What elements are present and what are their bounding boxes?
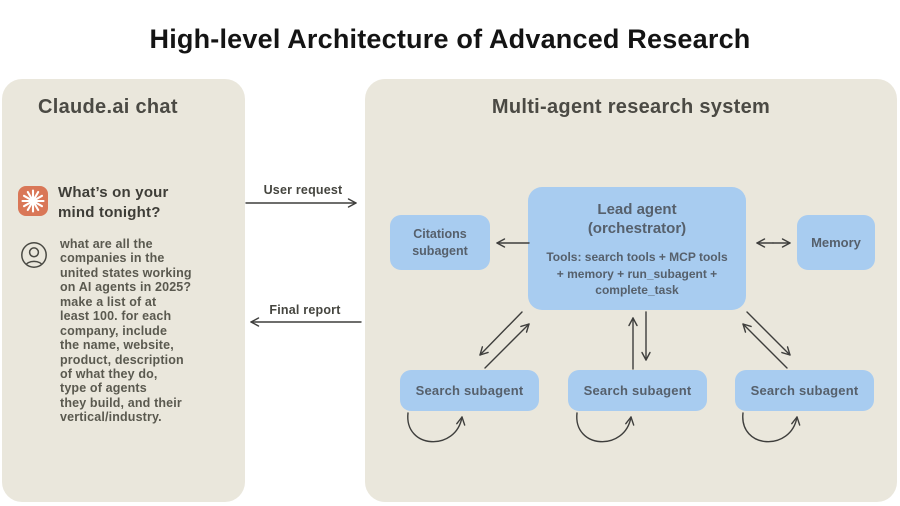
- lead-agent-subtitle: (orchestrator): [587, 220, 687, 238]
- search-subagent-node-3: Search subagent: [735, 370, 874, 411]
- claude-chat-panel: Claude.ai chat What’s: [2, 79, 245, 502]
- user-avatar-icon: [20, 241, 48, 269]
- final-report-label: Final report: [269, 303, 341, 317]
- memory-node: Memory: [797, 215, 875, 270]
- assistant-prompt-text: What’s on your mind tonight?: [58, 184, 169, 221]
- multi-agent-panel-title: Multi-agent research system: [491, 96, 771, 118]
- user-request-label: User request: [263, 183, 343, 197]
- claude-chat-panel-title: Claude.ai chat: [38, 96, 178, 118]
- search-subagent-node-2: Search subagent: [568, 370, 707, 411]
- claude-spark-icon: [18, 186, 48, 216]
- citations-subagent-node: Citations subagent: [390, 215, 490, 270]
- lead-agent-node: Lead agent (orchestrator) Tools: search …: [528, 187, 746, 310]
- lead-agent-title: Lead agent: [597, 201, 677, 218]
- user-query-text: what are all the companies in the united…: [60, 237, 192, 425]
- multi-agent-panel: Multi-agent research system Citations su…: [365, 79, 897, 502]
- search-subagent-node-1: Search subagent: [400, 370, 539, 411]
- page-title: High-level Architecture of Advanced Rese…: [149, 24, 751, 54]
- lead-agent-tools: Tools: search tools + MCP tools + memory…: [546, 250, 728, 298]
